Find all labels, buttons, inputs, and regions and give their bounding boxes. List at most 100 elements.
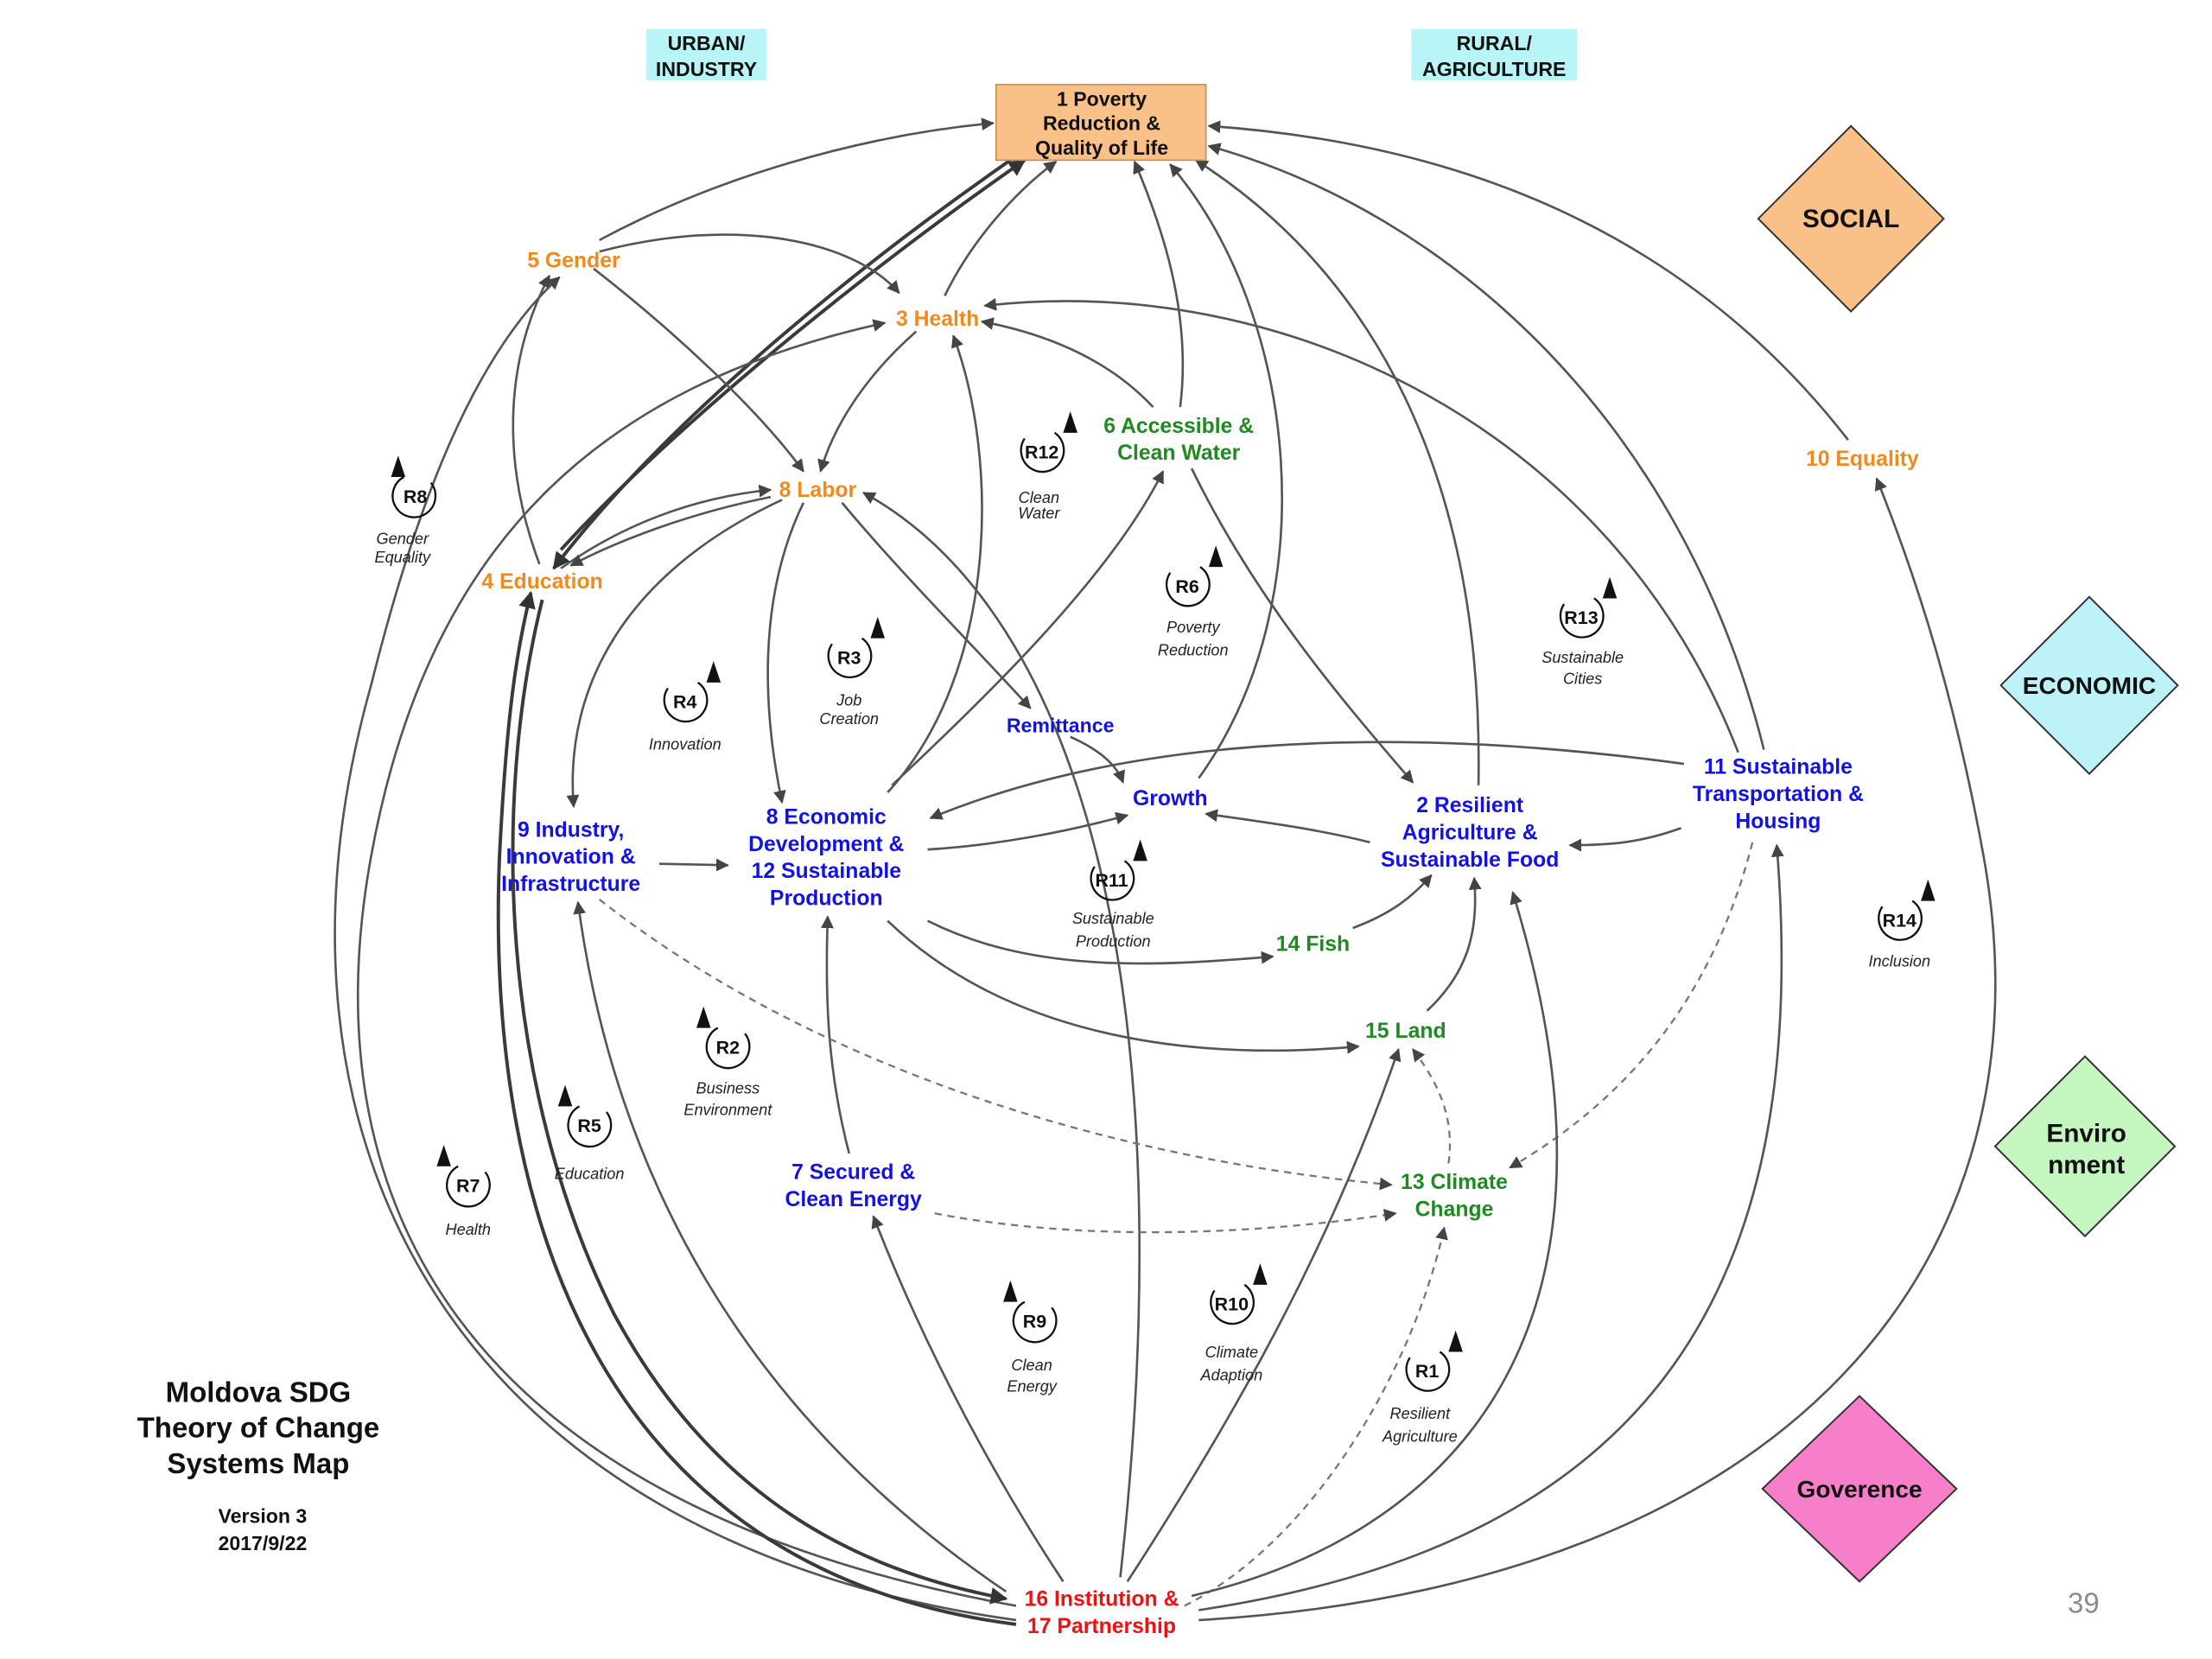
edge-energy-to-ecodev	[821, 915, 850, 1154]
rural-agriculture-header: RURAL/ AGRICULTURE	[1411, 29, 1578, 80]
node-health[interactable]: 3 Health	[896, 308, 979, 331]
loops: R8 Gender Equality R12 Clean Water R6 Po…	[374, 411, 1936, 1446]
svg-text:INDUSTRY: INDUSTRY	[656, 58, 758, 80]
edge-institution-to-energy	[871, 1215, 1065, 1583]
svg-text:R2: R2	[716, 1037, 741, 1058]
svg-text:Moldova SDG: Moldova SDG	[166, 1376, 352, 1408]
svg-text:2017/9/22: 2017/9/22	[218, 1532, 307, 1554]
svg-text:Resilient: Resilient	[1390, 1405, 1452, 1422]
version-info: Version 3 2017/9/22	[218, 1505, 307, 1554]
edge-climate-to-land	[1412, 1048, 1452, 1164]
svg-text:Business: Business	[696, 1080, 760, 1097]
svg-text:URBAN/: URBAN/	[668, 32, 746, 54]
loop-r13: R13 Sustainable Cities	[1541, 576, 1624, 688]
edge-labor-to-remittance	[841, 501, 1032, 709]
edge-labor-to-industry	[566, 499, 783, 809]
edge-institution-to-agri	[1191, 891, 1559, 1598]
svg-text:Clean: Clean	[1019, 489, 1059, 506]
node-economic-development[interactable]: 8 Economic Development & 12 Sustainable …	[748, 805, 904, 910]
node-education[interactable]: 4 Education	[481, 570, 602, 594]
edge-institution-to-climate	[1184, 1226, 1448, 1607]
svg-text:RURAL/: RURAL/	[1457, 32, 1533, 54]
svg-text:Production: Production	[1076, 932, 1151, 950]
edge-fish-to-agri	[1352, 874, 1433, 930]
legend-social: SOCIAL	[1757, 124, 1945, 313]
svg-text:Systems Map: Systems Map	[167, 1447, 349, 1479]
edge-gender-to-labor	[593, 267, 804, 473]
loop-r14: R14 Inclusion	[1868, 879, 1936, 970]
svg-text:11 Sustainable: 11 Sustainable	[1704, 756, 1853, 779]
node-fish[interactable]: 14 Fish	[1276, 932, 1350, 956]
node-climate-change[interactable]: 13 Climate Change	[1401, 1171, 1508, 1221]
svg-text:nment: nment	[2048, 1151, 2125, 1179]
svg-text:Quality of Life: Quality of Life	[1035, 137, 1168, 159]
edge-education-to-institution	[511, 599, 1008, 1605]
svg-text:Adaption: Adaption	[1199, 1367, 1262, 1384]
svg-text:Enviro: Enviro	[2046, 1120, 2126, 1148]
edge-institution-to-industry	[573, 900, 1007, 1593]
edge-growth-to-poverty	[1169, 163, 1284, 779]
edge-ecodev-to-fish	[926, 919, 1274, 965]
node-industry-innovation[interactable]: 9 Industry, Innovation & Infrastructure	[501, 818, 640, 896]
svg-text:Equality: Equality	[374, 549, 431, 566]
svg-text:Job: Job	[836, 691, 861, 709]
loop-r5: R5 Education	[555, 1084, 624, 1183]
edge-education-to-gender	[512, 274, 551, 565]
node-sustainable-transportation[interactable]: 11 Sustainable Transportation & Housing	[1693, 756, 1864, 834]
svg-text:R4: R4	[673, 692, 697, 713]
edge-industry-to-climate	[598, 899, 1393, 1191]
svg-text:Innovation: Innovation	[649, 736, 721, 753]
node-poverty-reduction[interactable]: 1 Poverty Reduction & Quality of Life	[995, 84, 1207, 162]
edge-ecodev-to-land	[887, 919, 1360, 1054]
node-labor[interactable]: 8 Labor	[779, 479, 857, 502]
svg-text:Sustainable: Sustainable	[1072, 910, 1154, 927]
legend-economic: ECONOMIC	[1999, 595, 2179, 775]
node-remittance[interactable]: Remittance	[1007, 715, 1115, 737]
svg-text:R11: R11	[1096, 870, 1128, 891]
svg-text:Innovation &: Innovation &	[506, 846, 636, 869]
svg-text:R9: R9	[1023, 1311, 1047, 1332]
node-clean-water[interactable]: 6 Accessible & Clean Water	[1103, 415, 1254, 465]
edge-health-to-labor	[817, 330, 918, 473]
svg-text:9 Industry,: 9 Industry,	[518, 818, 624, 842]
edge-water-to-agri	[1190, 467, 1414, 784]
edge-transport-to-climate	[1509, 842, 1754, 1169]
edges	[334, 118, 1997, 1626]
svg-text:8 Economic: 8 Economic	[766, 805, 887, 829]
svg-text:Sustainable: Sustainable	[1541, 649, 1624, 666]
urban-industry-header: URBAN/ INDUSTRY	[646, 29, 766, 80]
node-land[interactable]: 15 Land	[1365, 1020, 1446, 1043]
edge-institution-to-land	[1126, 1047, 1402, 1583]
svg-text:Agriculture: Agriculture	[1382, 1428, 1458, 1446]
svg-text:Health: Health	[445, 1221, 490, 1238]
svg-text:Water: Water	[1018, 505, 1060, 522]
edge-transport-to-agri	[1568, 827, 1682, 852]
loop-r7: R7 Health	[436, 1145, 491, 1238]
node-clean-energy[interactable]: 7 Secured & Clean Energy	[785, 1161, 923, 1211]
loop-r4: R4 Innovation	[649, 661, 721, 753]
node-gender[interactable]: 5 Gender	[527, 249, 620, 272]
loop-r8: R8 Gender Equality	[374, 455, 437, 566]
edge-institution-to-health	[356, 319, 1017, 1607]
edge-gender-to-poverty	[599, 118, 995, 242]
edge-institution-to-transport	[1198, 843, 1784, 1611]
node-equality[interactable]: 10 Equality	[1806, 448, 1919, 471]
svg-text:Housing: Housing	[1735, 810, 1821, 833]
node-resilient-agriculture[interactable]: 2 Resilient Agriculture & Sustainable Fo…	[1381, 794, 1559, 872]
svg-text:R5: R5	[577, 1116, 601, 1136]
svg-text:R7: R7	[456, 1176, 480, 1197]
svg-text:R8: R8	[404, 486, 428, 507]
node-growth[interactable]: Growth	[1133, 787, 1208, 810]
svg-text:2 Resilient: 2 Resilient	[1416, 794, 1523, 817]
node-institution-partnership[interactable]: 16 Institution & 17 Partnership	[1025, 1587, 1179, 1637]
svg-text:R10: R10	[1215, 1294, 1249, 1315]
edge-industry-to-ecodev	[659, 858, 729, 872]
svg-text:Development &: Development &	[748, 833, 904, 856]
svg-text:6 Accessible &: 6 Accessible &	[1103, 415, 1254, 438]
svg-text:R1: R1	[1415, 1361, 1440, 1382]
svg-text:16 Institution &: 16 Institution &	[1025, 1587, 1179, 1611]
svg-text:Energy: Energy	[1007, 1378, 1057, 1395]
edge-transport-to-poverty	[1207, 143, 1765, 750]
svg-text:Poverty: Poverty	[1166, 619, 1220, 636]
